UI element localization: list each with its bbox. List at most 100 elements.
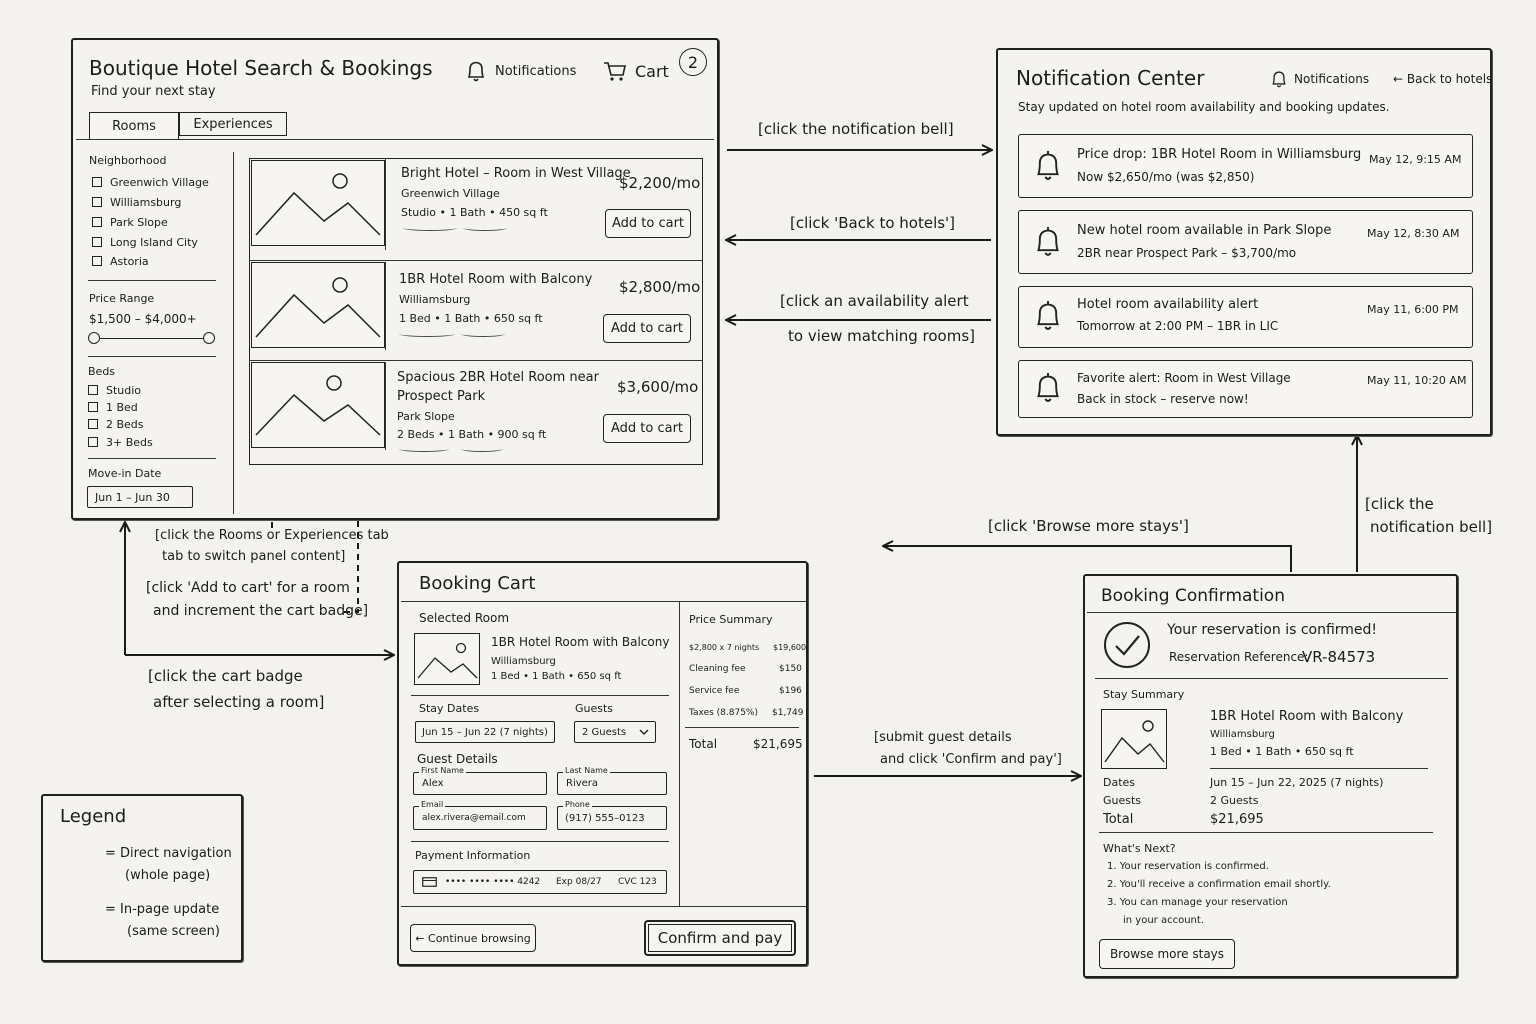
bell-icon	[1037, 151, 1059, 180]
guests-value: 2 Guests	[1210, 794, 1259, 807]
next-step-item: 2. You'll receive a confirmation email s…	[1107, 879, 1331, 890]
credit-card-icon	[422, 877, 437, 887]
bell-icon	[467, 61, 485, 82]
listing-title-line-2: Prospect Park	[397, 389, 486, 404]
notification-title: Favorite alert: Room in West Village	[1077, 371, 1291, 385]
confirmation-title: Booking Confirmation	[1101, 586, 1285, 606]
guests-select-value: 2 Guests	[582, 726, 627, 738]
neighborhood-option[interactable]: Williamsburg	[92, 196, 181, 209]
confirm-and-pay-button[interactable]: Confirm and pay	[644, 920, 796, 956]
tabs-divider	[76, 139, 714, 140]
beds-option[interactable]: 3+ Beds	[88, 436, 153, 449]
card-cvc: CVC 123	[618, 877, 657, 887]
legend-direct-label: = Direct navigation	[105, 846, 232, 861]
bell-icon	[1037, 227, 1059, 256]
first-name-label: First Name	[419, 766, 466, 775]
add-to-cart-button[interactable]: Add to cart	[605, 209, 691, 238]
notification-item[interactable]: Hotel room availability alert Tomorrow a…	[1018, 286, 1473, 348]
neighborhood-option[interactable]: Park Slope	[92, 216, 168, 229]
summary-line-label: $2,800 x 7 nights	[689, 643, 760, 652]
beds-option[interactable]: 2 Beds	[88, 418, 144, 431]
listing-neighborhood: Greenwich Village	[401, 187, 500, 200]
email-label: Email	[419, 800, 446, 809]
cart-room-specs: 1 Bed • 1 Bath • 650 sq ft	[491, 671, 622, 682]
tab-experiences[interactable]: Experiences	[179, 112, 287, 136]
browse-more-stays-button[interactable]: Browse more stays	[1099, 939, 1235, 969]
summary-line-value: $196	[779, 686, 802, 696]
first-name-value: Alex	[422, 778, 444, 789]
neighborhood-label: Neighborhood	[89, 154, 167, 167]
last-name-field[interactable]: Last Name Rivera	[557, 766, 667, 795]
checkbox-icon	[92, 256, 102, 266]
summary-line-value: $150	[779, 664, 802, 674]
add-to-cart-button[interactable]: Add to cart	[603, 414, 691, 443]
notification-detail: 2BR near Prospect Park – $3,700/mo	[1077, 246, 1297, 260]
price-slider-max-handle[interactable]	[203, 332, 215, 344]
neighborhood-option[interactable]: Greenwich Village	[92, 176, 209, 189]
cart-room-title: 1BR Hotel Room with Balcony	[491, 635, 670, 649]
confirmation-room-title: 1BR Hotel Room with Balcony	[1210, 709, 1404, 724]
cart-button[interactable]: Cart	[603, 58, 669, 84]
beds-option[interactable]: Studio	[88, 384, 141, 397]
notification-time: May 12, 9:15 AM	[1369, 153, 1462, 166]
bell-icon	[1037, 301, 1059, 330]
stay-dates-input[interactable]: Jun 15 – Jun 22 (7 nights)	[415, 721, 555, 743]
total-label: Total	[689, 737, 718, 751]
card-number: •••• •••• •••• 4242	[445, 877, 541, 887]
flow-label-badge: [click the cart badge	[148, 667, 303, 685]
listing-card[interactable]: 1BR Hotel Room with Balcony Williamsburg…	[249, 262, 703, 362]
notification-item[interactable]: New hotel room available in Park Slope 2…	[1018, 210, 1473, 274]
guests-select[interactable]: 2 Guests	[574, 721, 656, 743]
listing-photo-icon	[251, 262, 385, 348]
neighborhood-option[interactable]: Astoria	[92, 255, 149, 268]
back-to-hotels-link[interactable]: ← Back to hotels	[1393, 72, 1493, 86]
phone-field[interactable]: Phone (917) 555–0123	[557, 800, 667, 830]
reservation-reference-value: VR-84573	[1302, 648, 1376, 666]
summary-line-label: Taxes (8.875%)	[689, 708, 758, 718]
checkbox-icon	[88, 437, 98, 447]
listing-neighborhood: Park Slope	[397, 410, 455, 423]
price-slider-min-handle[interactable]	[88, 332, 100, 344]
total-value: $21,695	[753, 737, 803, 751]
notification-item[interactable]: Favorite alert: Room in West Village Bac…	[1018, 360, 1473, 418]
legend-inpage-sublabel: (same screen)	[127, 924, 220, 939]
summary-line-label: Cleaning fee	[689, 664, 746, 674]
search-title: Boutique Hotel Search & Bookings	[89, 56, 433, 80]
last-name-value: Rivera	[566, 778, 599, 789]
continue-browsing-button[interactable]: ← Continue browsing	[410, 924, 536, 952]
notification-time: May 12, 8:30 AM	[1367, 227, 1460, 240]
bell-icon	[1037, 373, 1059, 402]
cart-badge[interactable]: 2	[679, 48, 707, 76]
legend-inpage-label: = In-page update	[105, 902, 220, 917]
dates-value: Jun 15 – Jun 22, 2025 (7 nights)	[1210, 776, 1384, 789]
arrow-add-to-cart	[344, 474, 358, 613]
neighborhood-option[interactable]: Long Island City	[92, 236, 198, 249]
flow-label-bell: [click the notification bell]	[758, 120, 954, 138]
move-in-label: Move-in Date	[88, 467, 162, 480]
beds-option[interactable]: 1 Bed	[88, 401, 138, 414]
move-in-date-input[interactable]: Jun 1 – Jun 30	[87, 486, 193, 508]
summary-line-value: $19,600	[773, 643, 807, 652]
email-field[interactable]: Email alex.rivera@email.com	[413, 800, 547, 830]
add-to-cart-button[interactable]: Add to cart	[603, 314, 691, 343]
price-summary-label: Price Summary	[689, 613, 773, 626]
checkbox-icon	[92, 177, 102, 187]
check-circle-icon	[1104, 622, 1150, 668]
listing-card[interactable]: Bright Hotel – Room in West Village Gree…	[249, 158, 703, 262]
confirmation-total-value: $21,695	[1210, 812, 1264, 827]
notification-item[interactable]: Price drop: 1BR Hotel Room in Williamsbu…	[1018, 134, 1473, 198]
payment-card-field[interactable]: •••• •••• •••• 4242 Exp 08/27 CVC 123	[413, 870, 667, 894]
stay-summary-label: Stay Summary	[1103, 688, 1185, 701]
cart-room-neighborhood: Williamsburg	[491, 656, 556, 667]
whats-next-label: What's Next?	[1103, 842, 1176, 855]
listing-card[interactable]: Spacious 2BR Hotel Room near Prospect Pa…	[249, 362, 703, 466]
first-name-field[interactable]: First Name Alex	[413, 766, 547, 795]
tab-rooms[interactable]: Rooms	[89, 112, 179, 139]
listing-price: $2,800/mo	[619, 278, 701, 296]
notifications-button[interactable]: Notifications	[1270, 68, 1369, 90]
flow-label-submit: [submit guest details	[874, 730, 1012, 745]
listing-specs: 2 Beds • 1 Bath • 900 sq ft	[397, 428, 547, 441]
legend-direct-sublabel: (whole page)	[125, 868, 211, 883]
notifications-button[interactable]: Notifications	[465, 58, 576, 84]
price-slider-track[interactable]	[93, 338, 211, 339]
